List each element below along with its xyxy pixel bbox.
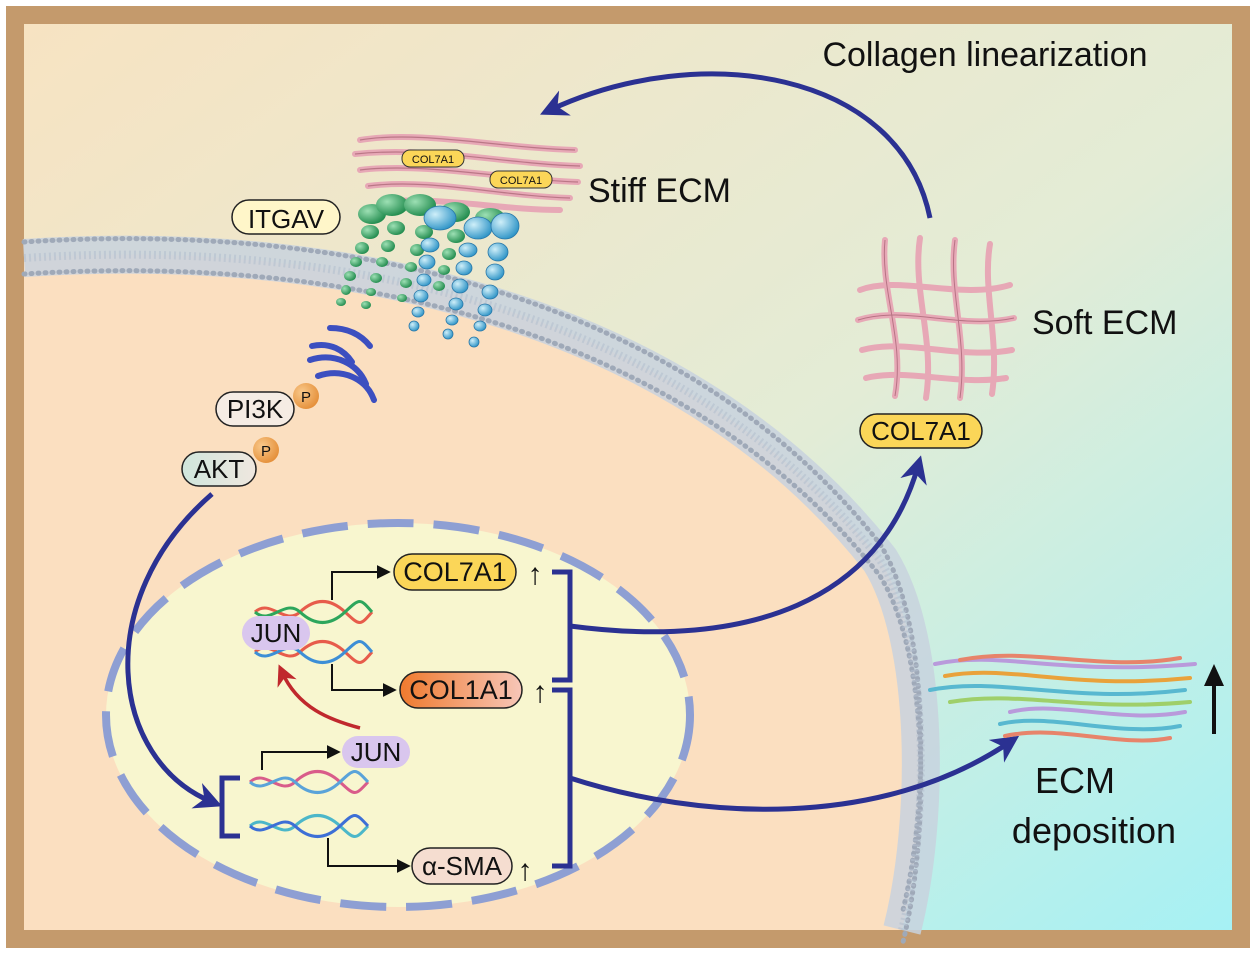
svg-text:COL7A1: COL7A1 bbox=[412, 154, 454, 166]
akt-phospho-icon: P bbox=[253, 437, 279, 463]
ecm-deposition-fibers bbox=[928, 653, 1197, 743]
ecm-deposition-arrow bbox=[569, 735, 1020, 812]
signal-waves-icon bbox=[307, 325, 377, 403]
svg-text:ITGAV: ITGAV bbox=[248, 204, 325, 234]
dna-helix-asma-gene bbox=[248, 814, 370, 838]
pi3k-badge: PI3K bbox=[215, 391, 295, 427]
jun-protein-badge: JUN bbox=[342, 736, 410, 768]
svg-text:JUN: JUN bbox=[251, 618, 302, 648]
pi3k-phospho-icon: P bbox=[293, 383, 319, 409]
col7a1-small-badge-2: COL7A1 bbox=[489, 170, 553, 189]
akt-badge: AKT bbox=[181, 451, 257, 487]
col1a1-up-arrow-icon: ↑ bbox=[533, 676, 548, 709]
dna-helix-mid bbox=[253, 640, 374, 664]
svg-text:JUN: JUN bbox=[351, 737, 402, 767]
svg-text:P: P bbox=[261, 443, 271, 460]
ecm-deposition-label-line1: ECM bbox=[1035, 760, 1115, 801]
col7a1-soft-ecm-badge: COL7A1 bbox=[859, 413, 983, 449]
asma-badge: α-SMA bbox=[411, 847, 513, 885]
asma-up-arrow-icon: ↑ bbox=[518, 854, 533, 887]
ecm-deposition-label-line2: deposition bbox=[1012, 810, 1176, 851]
integrin-cluster bbox=[336, 194, 520, 348]
soft-ecm-label: Soft ECM bbox=[1032, 304, 1177, 342]
col7a1-transcription-arrow bbox=[331, 565, 391, 600]
akt-to-nucleus-arrow bbox=[125, 492, 223, 809]
svg-text:COL7A1: COL7A1 bbox=[500, 175, 542, 187]
svg-text:COL7A1: COL7A1 bbox=[871, 416, 971, 446]
itgav-badge: ITGAV bbox=[231, 199, 341, 235]
gene-bracket-left bbox=[219, 775, 240, 839]
col1a1-nucleus-badge: COL1A1 bbox=[399, 671, 523, 709]
collagen-linearization-arrow bbox=[540, 71, 933, 219]
jun-transcription-arrow bbox=[261, 745, 341, 770]
svg-text:COL7A1: COL7A1 bbox=[403, 557, 507, 587]
col7a1-small-badge-1: COL7A1 bbox=[401, 149, 465, 168]
col7a1-nucleus-badge: COL7A1 bbox=[393, 553, 517, 591]
jun-feedback-arrow bbox=[277, 664, 361, 730]
collagen-linearization-label: Collagen linearization bbox=[822, 36, 1147, 74]
cell-membrane bbox=[21, 235, 940, 949]
ecm-increase-arrow-icon bbox=[1204, 664, 1224, 734]
svg-text:COL1A1: COL1A1 bbox=[409, 675, 513, 705]
dna-helix-top bbox=[253, 600, 374, 624]
dna-helix-jun-gene bbox=[248, 770, 370, 794]
col7a1-up-arrow-icon: ↑ bbox=[528, 558, 543, 591]
svg-text:P: P bbox=[301, 389, 311, 406]
svg-text:AKT: AKT bbox=[194, 454, 245, 484]
stiff-ecm-label: Stiff ECM bbox=[588, 172, 731, 210]
asma-transcription-arrow bbox=[327, 838, 411, 873]
svg-text:α-SMA: α-SMA bbox=[422, 851, 503, 881]
col1a1-transcription-arrow bbox=[331, 664, 397, 697]
jun-bound-badge: JUN bbox=[242, 616, 310, 650]
svg-text:PI3K: PI3K bbox=[227, 394, 284, 424]
col7a1-secretion-arrow bbox=[569, 455, 927, 635]
